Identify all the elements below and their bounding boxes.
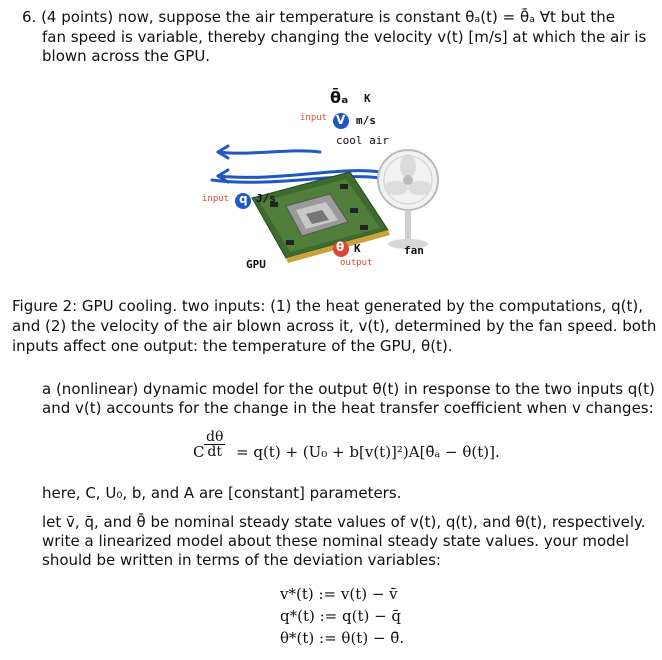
task-line-1: let v̄, q̄, and θ̄ be nominal steady sta… xyxy=(42,513,646,531)
problem-line-1: 6. (4 points) now, suppose the air tempe… xyxy=(22,8,615,26)
fan-image xyxy=(377,149,439,249)
model-intro-line-1: a (nonlinear) dynamic model for the outp… xyxy=(42,380,655,398)
problem-line-3: blown across the GPU. xyxy=(42,47,211,65)
equation-rhs: = q(t) + (U₀ + b[v(t)]²)A[θ̄ₐ − θ(t)]. xyxy=(236,443,500,461)
params-text: here, C, U₀, b, and A are [constant] par… xyxy=(42,484,402,502)
problem-line-2: fan speed is variable, thereby changing … xyxy=(42,28,647,46)
equation-denominator: dt xyxy=(207,444,222,460)
label-fan: fan xyxy=(404,244,424,257)
velocity-icon xyxy=(332,112,350,134)
label-v: V xyxy=(336,113,346,127)
figure-drawing xyxy=(210,144,439,263)
label-theta: θ xyxy=(336,240,345,254)
label-input-left: input xyxy=(202,194,230,204)
deviation-q: q*(t) := q(t) − q̄ xyxy=(280,607,402,625)
label-kelvin-bottom: K xyxy=(354,242,361,255)
label-q: q xyxy=(239,192,248,206)
task-line-3: should be written in terms of the deviat… xyxy=(42,551,441,569)
airflow-arrows xyxy=(210,144,382,184)
caption-line-2: and (2) the velocity of the air blown ac… xyxy=(12,317,657,335)
heat-icon xyxy=(234,192,252,214)
caption-line-3: inputs affect one output: the temperatur… xyxy=(12,337,453,355)
label-cool-air: cool air xyxy=(336,134,389,147)
label-input-top: input xyxy=(300,113,328,123)
figure-gpu-cooling: θ̄ₐ K input V m/s cool air input q J/s θ… xyxy=(190,80,490,280)
label-output: output xyxy=(340,258,373,268)
label-gpu: GPU xyxy=(246,258,266,271)
deviation-v: v*(t) := v(t) − v̄ xyxy=(280,585,398,603)
label-js: J/s xyxy=(256,192,276,205)
equation-numerator: dθ xyxy=(204,429,226,445)
output-temp-icon xyxy=(332,240,350,262)
deviation-theta: θ*(t) := θ(t) − θ̄. xyxy=(280,629,405,647)
model-intro-line-2: and v(t) accounts for the change in the … xyxy=(42,399,654,417)
equation-coef: C xyxy=(193,443,205,461)
label-ms: m/s xyxy=(356,114,376,127)
equation-derivative: dθ dt xyxy=(204,429,226,460)
label-kelvin-top: K xyxy=(364,92,371,105)
task-line-2: write a linearized model about these nom… xyxy=(42,532,630,550)
label-theta-a: θ̄ₐ xyxy=(330,88,349,107)
caption-line-1: Figure 2: GPU cooling. two inputs: (1) t… xyxy=(12,297,644,315)
gpu-board-image xyxy=(251,171,390,263)
